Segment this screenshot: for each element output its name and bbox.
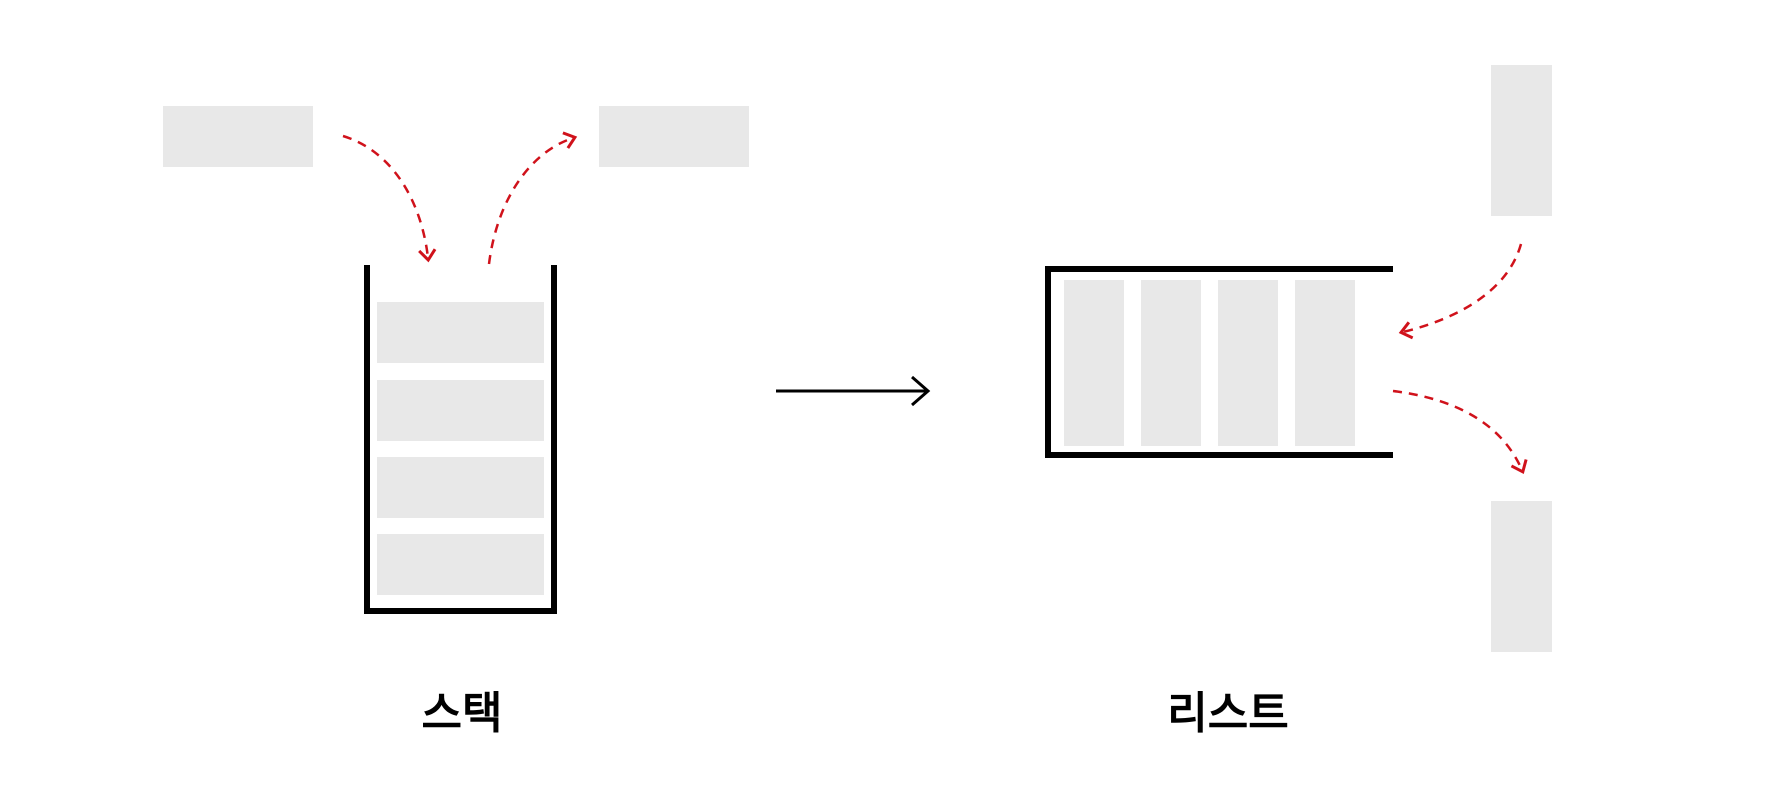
stack-incoming-block <box>163 106 313 167</box>
stack-element <box>377 380 544 441</box>
list-element <box>1064 280 1124 446</box>
stack-pop-arrow <box>487 131 578 265</box>
list-element <box>1141 280 1201 446</box>
list-group: 리스트 <box>1045 65 1552 739</box>
list-outgoing-block <box>1491 501 1552 652</box>
stack-outgoing-block <box>599 106 749 167</box>
list-incoming-block <box>1491 65 1552 216</box>
stack-element <box>377 534 544 595</box>
list-insert-arrow <box>1398 243 1523 340</box>
list-element <box>1295 280 1355 446</box>
list-label: 리스트 <box>1167 688 1288 739</box>
stack-push-arrow <box>342 134 437 263</box>
list-container <box>1045 266 1393 458</box>
list-remove-arrow <box>1392 389 1528 475</box>
list-element <box>1218 280 1278 446</box>
right-arrow-icon <box>776 375 931 407</box>
stack-label: 스택 <box>422 688 503 739</box>
stack-container <box>364 265 557 614</box>
stack-element <box>377 457 544 518</box>
stack-group: 스택 <box>163 106 749 739</box>
stack-element <box>377 302 544 363</box>
